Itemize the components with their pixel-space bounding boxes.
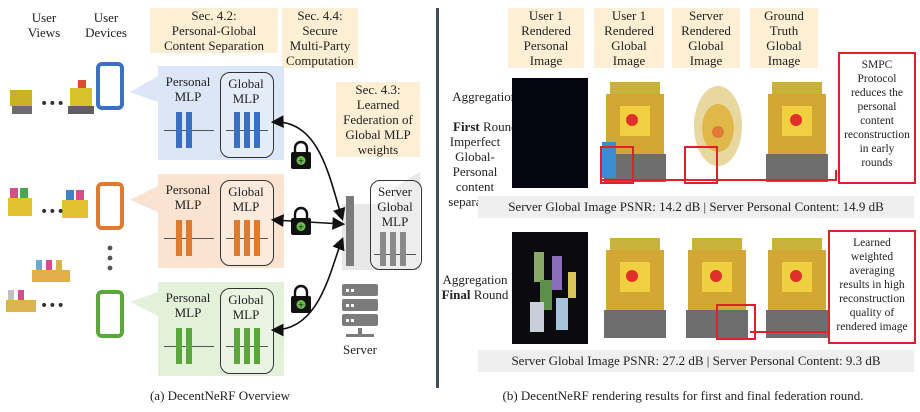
global-mlp-label-3: Global MLP xyxy=(228,292,264,322)
col-header-ground-truth: Ground Truth Global Image xyxy=(750,8,818,68)
sec44-note: Sec. 4.4: Secure Multi-Party Computation xyxy=(282,8,358,68)
svg-text:•••: ••• xyxy=(40,204,65,220)
learned-averaging-note-text: Learned weighted averaging results in hi… xyxy=(836,237,908,333)
learned-averaging-note xyxy=(828,230,916,344)
personal-layer xyxy=(186,112,192,148)
row1-label: Aggregation First Round : Imperfect Glob… xyxy=(440,74,524,224)
global-layer xyxy=(244,328,250,364)
caption-right: (b) DecentNeRF rendering results for fir… xyxy=(502,388,864,403)
highlight-box xyxy=(684,146,718,184)
col-header-server-global: Server Rendered Global Image xyxy=(672,8,740,68)
lego-excavator-icon xyxy=(10,80,94,114)
svg-text:•••: ••• xyxy=(40,298,65,314)
psnr-first-round: Server Global Image PSNR: 14.2 dB | Serv… xyxy=(478,196,914,218)
highlight-box xyxy=(600,146,634,184)
sec43-note: Sec. 4.3: Learned Federation of Global M… xyxy=(336,82,420,157)
personal-layer xyxy=(186,328,192,364)
server-layer xyxy=(380,232,386,266)
svg-text:•••: ••• xyxy=(40,96,65,112)
lego-colorful-icon xyxy=(8,188,88,218)
personal-mlp-label-1: Personal MLP xyxy=(165,74,211,104)
row2-label: Aggregation Final Round xyxy=(440,272,510,302)
highlight-connector xyxy=(600,170,837,181)
personal-layer xyxy=(186,220,192,256)
user-views-header: User Views xyxy=(27,10,61,40)
col-header-user1-personal: User 1 Rendered Personal Image xyxy=(508,8,584,68)
row2-ground-truth-image xyxy=(760,232,834,344)
global-layer xyxy=(254,112,260,148)
lock-icon: + xyxy=(291,206,311,235)
global-mlp-label-2: Global MLP xyxy=(228,184,264,214)
lock-icon: + xyxy=(291,284,311,313)
user-devices-header: User Devices xyxy=(85,10,127,40)
global-layer xyxy=(234,328,240,364)
device-phones xyxy=(96,62,124,338)
psnr-final-round: Server Global Image PSNR: 27.2 dB | Serv… xyxy=(478,350,914,372)
row1-personal-image xyxy=(512,78,588,188)
client-panels-bg xyxy=(130,66,284,376)
lego-crowd-icon xyxy=(6,260,70,312)
global-layer xyxy=(254,220,260,256)
personal-layer xyxy=(176,220,182,256)
row2-user-global-image xyxy=(596,232,674,344)
personal-mlp-label-3: Personal MLP xyxy=(165,290,211,320)
row1-user-global-image xyxy=(596,76,674,188)
server-global-mlp-box xyxy=(370,180,422,270)
personal-mlp-label-2: Personal MLP xyxy=(165,182,211,212)
global-layer xyxy=(234,112,240,148)
row2-label-pre: Aggregation xyxy=(442,272,508,287)
svg-text:+: + xyxy=(298,223,305,232)
global-layer xyxy=(244,220,250,256)
row1-ground-truth-image xyxy=(760,76,834,188)
server-global-mlp-label: Server Global MLP xyxy=(377,184,413,229)
global-mlp-label-1: Global MLP xyxy=(228,76,264,106)
row2-label-post: Round xyxy=(473,287,509,302)
col-header-user1-global: User 1 Rendered Global Image xyxy=(594,8,664,68)
global-layer xyxy=(254,328,260,364)
smpc-note xyxy=(838,52,916,184)
phone-green-icon xyxy=(96,290,124,338)
highlight-box xyxy=(716,304,756,340)
global-layer xyxy=(244,112,250,148)
caption-left: (a) DecentNeRF Overview xyxy=(149,388,291,403)
row1-label-post: Round : Imperfect Global- Personal conte… xyxy=(448,119,524,209)
server-layer xyxy=(390,232,396,266)
row1-label-pre: Aggregation xyxy=(452,89,518,104)
svg-text:+: + xyxy=(298,301,305,310)
personal-layer xyxy=(176,112,182,148)
personal-layer xyxy=(176,328,182,364)
panel-divider xyxy=(436,8,439,388)
row2-label-bold: Final xyxy=(441,287,471,302)
smpc-note-text: SMPC Protocol reduces the personal conte… xyxy=(844,59,910,169)
global-layer xyxy=(234,220,240,256)
row1-label-bold: First xyxy=(453,119,480,134)
server-layer xyxy=(400,232,406,266)
svg-text:+: + xyxy=(298,157,305,166)
lock-icon: + xyxy=(291,140,311,169)
user-views-illustrations: ••• ••• ••• xyxy=(6,80,94,314)
row2-personal-image xyxy=(512,232,588,344)
phone-blue-icon xyxy=(96,62,124,110)
server-label: Server xyxy=(343,342,377,357)
highlight-connector xyxy=(750,320,837,333)
phone-orange-icon xyxy=(96,182,124,230)
server-rack-icon xyxy=(342,284,378,337)
sec42-note: Sec. 4.2: Personal-Global Content Separa… xyxy=(150,8,278,53)
